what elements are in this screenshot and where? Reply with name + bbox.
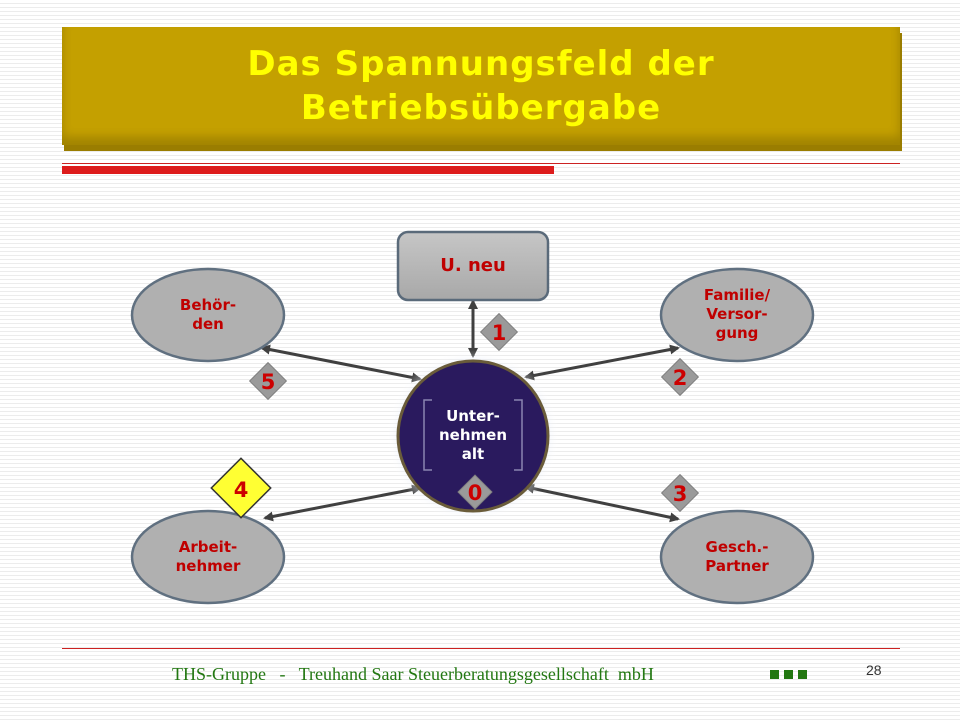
behoerden-ellipse [130,267,286,363]
badge-5: 5 [248,361,288,401]
arrow-familie [524,344,680,381]
slide-title: Das Spannungsfeld der Betriebsübergabe [247,44,715,128]
title-banner: Das Spannungsfeld der Betriebsübergabe [62,27,900,145]
title-divider-thick [62,166,554,174]
arrow-arbeitnehmer [263,484,422,522]
badge-2: 2 [660,357,700,397]
arrow-behoerden [260,344,422,383]
familie-ellipse [659,267,815,363]
gesch-partner-ellipse [659,509,815,605]
footer-divider [62,648,900,649]
badge-0-text: 0 [468,481,483,505]
center-node [387,350,559,522]
u-neu-label: U. neu [440,255,506,276]
badge-1: 1 [479,312,519,352]
footer-squares-icon [770,670,807,679]
familie-label: Familie/ Versor- gung [703,286,771,342]
arrow-gesch-partner [524,483,680,523]
center-label: Unter- nehmen alt [438,407,507,463]
badge-2-text: 2 [673,366,688,390]
footer-company: THS-Gruppe - Treuhand Saar Steuerberatun… [172,664,654,684]
title-divider-thin [62,163,900,164]
badge-4: 4 [210,457,272,519]
badge-5-text: 5 [261,370,276,394]
badge-0: 0 [457,474,493,510]
badge-3: 3 [660,473,700,513]
arbeitnehmer-ellipse [130,509,286,605]
badge-3-text: 3 [673,482,688,506]
gesch-partner-label: Gesch.- Partner [705,538,769,575]
arbeitnehmer-label: Arbeit- nehmer [175,538,241,575]
page-number: 28 [866,662,882,678]
behoerden-label: Behör- den [179,296,237,333]
connector-arrows [260,299,680,523]
badge-4-text: 4 [234,478,249,502]
u-neu-box [396,230,550,302]
badge-1-text: 1 [492,321,507,345]
